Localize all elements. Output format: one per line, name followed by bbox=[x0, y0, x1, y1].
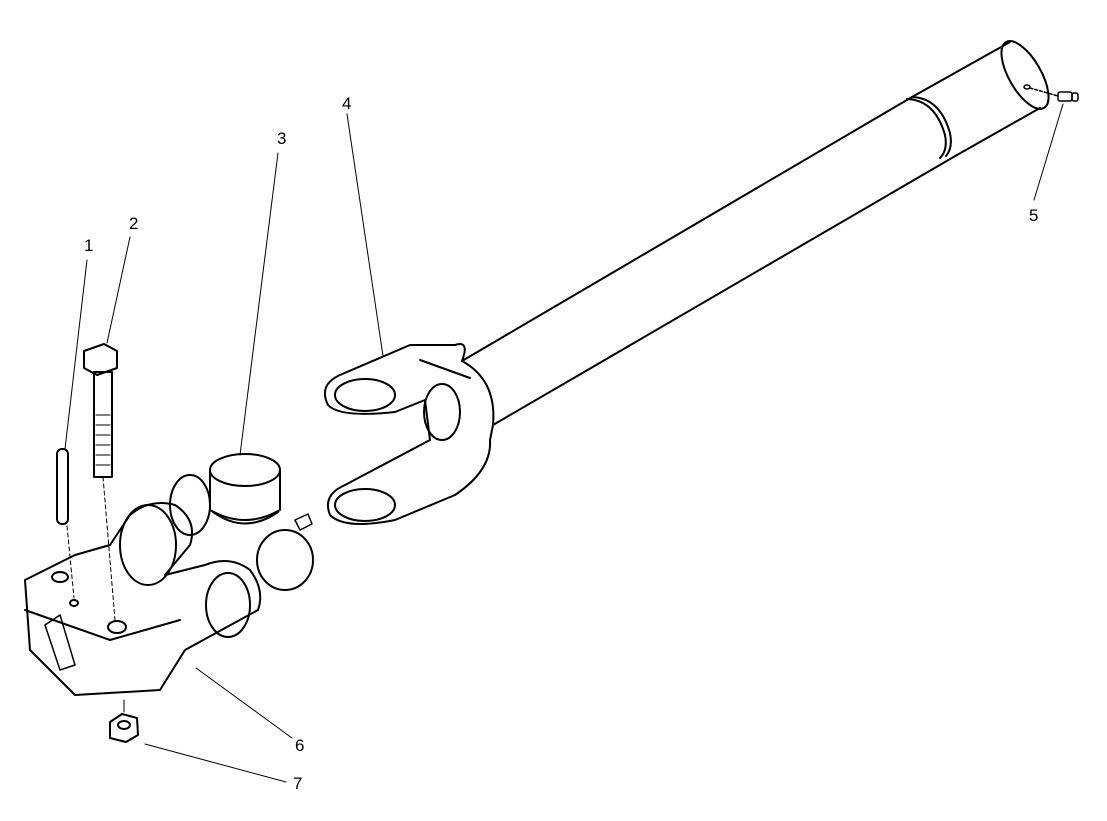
cross-kit-3 bbox=[169, 453, 314, 591]
leader-lines bbox=[64, 103, 1064, 783]
callout-5: 5 bbox=[1029, 206, 1039, 225]
pin-1 bbox=[56, 448, 75, 599]
bolt-2 bbox=[83, 343, 118, 621]
callout-4: 4 bbox=[342, 94, 352, 113]
shaft-tube bbox=[461, 40, 1050, 426]
callout-2: 2 bbox=[129, 214, 139, 233]
callout-7: 7 bbox=[293, 774, 303, 793]
callout-3: 3 bbox=[277, 129, 287, 148]
grease-fitting-5 bbox=[1023, 84, 1079, 102]
callout-6: 6 bbox=[295, 736, 305, 755]
splined-yoke-6 bbox=[24, 502, 262, 696]
yoke-4 bbox=[324, 343, 495, 525]
lock-nut-7 bbox=[109, 699, 139, 743]
callout-1: 1 bbox=[84, 236, 94, 255]
